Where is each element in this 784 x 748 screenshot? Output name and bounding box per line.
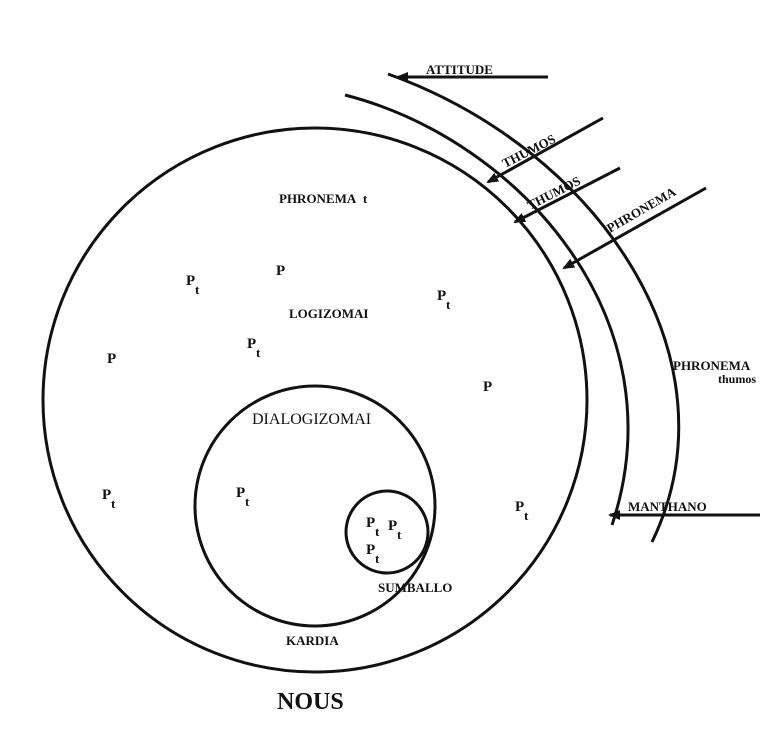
svg-text:t: t	[375, 524, 380, 539]
svg-text:P: P	[515, 499, 524, 515]
pt-mark: P t	[437, 288, 451, 312]
svg-text:t: t	[397, 527, 402, 542]
thumos-arrow-1	[486, 116, 604, 184]
outer-arc	[387, 72, 681, 543]
phronema-t-label: PHRONEMA t	[279, 191, 368, 206]
svg-text:t: t	[245, 494, 250, 509]
phronema-arrow	[562, 186, 707, 270]
p-mark: P	[483, 379, 492, 395]
pt-mark: P t	[186, 273, 200, 297]
svg-text:P: P	[247, 336, 256, 352]
svg-text:t: t	[195, 282, 200, 297]
manthano-label: MANTHANO	[628, 499, 707, 514]
svg-text:P: P	[236, 485, 245, 501]
phronema-thumos-label: PHRONEMA	[673, 358, 751, 373]
pt-mark: P t	[236, 485, 250, 509]
pt-mark: P t	[102, 487, 116, 511]
phronema-t-sub: t	[363, 191, 368, 206]
pt-mark: P t	[515, 499, 529, 523]
sumballo-circle	[344, 489, 430, 575]
pt-mark: P t	[388, 518, 402, 542]
svg-text:P: P	[186, 273, 195, 289]
logizomai-label: LOGIZOMAI	[289, 306, 368, 321]
svg-text:P: P	[366, 542, 375, 558]
phronema-t-main: PHRONEMA	[279, 191, 357, 206]
p-mark: P	[276, 263, 285, 279]
svg-text:P: P	[437, 288, 446, 304]
svg-text:P: P	[102, 487, 111, 503]
kardia-circle	[193, 384, 437, 628]
phronema-thumos-main: PHRONEMA	[673, 358, 751, 373]
nous-label: NOUS	[277, 689, 344, 715]
p-mark: P	[107, 351, 116, 367]
kardia-label: KARDIA	[286, 633, 339, 648]
inner-arc	[344, 93, 630, 526]
thumos-arrow-2	[513, 166, 621, 224]
dialogizomai-label: DIALOGIZOMAI	[252, 411, 371, 428]
pt-mark: P t	[247, 336, 261, 360]
svg-text:t: t	[524, 508, 529, 523]
pt-mark: P t	[366, 542, 380, 566]
svg-text:P: P	[366, 515, 375, 531]
svg-text:t: t	[446, 297, 451, 312]
pt-mark: P t	[366, 515, 380, 539]
phronema-thumos-sub: thumos	[718, 372, 756, 386]
nous-circle	[41, 126, 589, 674]
svg-text:t: t	[256, 345, 261, 360]
svg-text:t: t	[375, 551, 380, 566]
sumballo-label: SUMBALLO	[378, 580, 452, 595]
attitude-label: ATTITUDE	[426, 62, 493, 77]
svg-text:P: P	[388, 518, 397, 534]
svg-text:t: t	[111, 496, 116, 511]
